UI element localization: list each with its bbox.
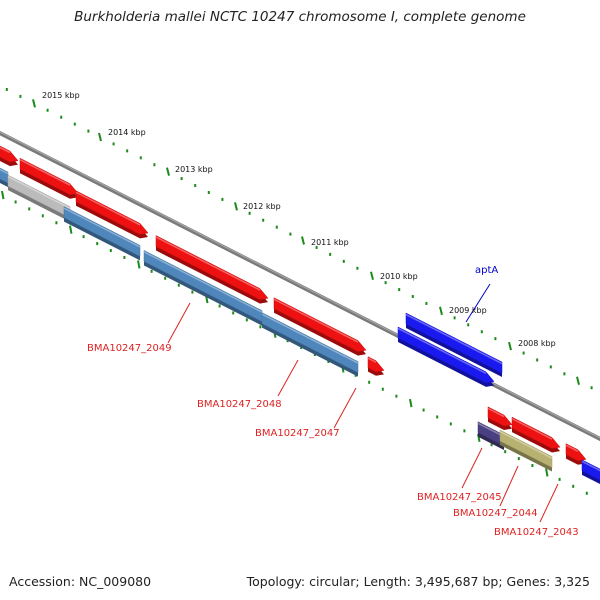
ruler-tick-label: 2013 kbp xyxy=(175,165,213,174)
ruler-minor-ticks xyxy=(5,87,593,390)
ruler-tick-labels: 2015 kbp 2014 kbp 2013 kbp 2012 kbp 2011 kbp… xyxy=(42,91,556,348)
gene-forward[interactable] xyxy=(19,157,79,199)
gene-forward[interactable] xyxy=(367,356,385,376)
gene-forward[interactable] xyxy=(487,406,513,431)
callout-line xyxy=(499,465,519,507)
ruler-major-tick xyxy=(508,341,512,351)
lower-tick xyxy=(69,225,73,234)
gene-highlight xyxy=(511,417,553,440)
gene-highlight xyxy=(143,251,263,313)
lower-tick xyxy=(1,190,5,200)
gene-highlighted[interactable] xyxy=(397,326,495,387)
gene-forward[interactable] xyxy=(273,297,367,356)
chromosome-backbone xyxy=(0,130,600,442)
gene-highlight xyxy=(405,313,503,365)
ruler-tick-label: 2008 kbp xyxy=(518,339,556,348)
ruler-major-tick xyxy=(98,132,102,142)
callout-line xyxy=(277,359,299,397)
gene-highlight xyxy=(155,236,261,291)
gene-features[interactable] xyxy=(0,136,600,489)
gene-body xyxy=(63,206,141,257)
gene-forward[interactable] xyxy=(0,136,19,167)
gene-callouts: aptA BMA10247_2049BMA10247_2048BMA10247_2… xyxy=(87,265,579,538)
gene-highlight xyxy=(367,357,377,363)
gene-highlight xyxy=(261,313,359,364)
gene-body xyxy=(499,429,553,468)
ruler-major-tick xyxy=(301,236,305,245)
gene-apta[interactable] xyxy=(405,312,503,378)
gene-highlight xyxy=(273,298,359,343)
ruler-tick-label: 2015 kbp xyxy=(42,91,80,100)
ruler-major-tick xyxy=(576,376,580,386)
gene-reverse[interactable] xyxy=(143,250,263,326)
gene-label: BMA10247_2049 xyxy=(87,343,172,354)
gene-highlight xyxy=(0,146,11,154)
lower-tick-track xyxy=(1,190,588,495)
gene-highlight xyxy=(19,159,71,186)
gene-highlight xyxy=(75,191,141,226)
gene-reverse[interactable] xyxy=(261,312,359,377)
ruler-major-ticks xyxy=(32,99,580,386)
gene-reverse[interactable] xyxy=(63,206,141,261)
gene-pseudo[interactable] xyxy=(7,174,71,222)
gene-forward[interactable] xyxy=(511,416,561,453)
ruler-tick-label: 2011 kbp xyxy=(311,238,349,247)
gene-label: aptA xyxy=(475,265,498,276)
gene-highlight xyxy=(0,168,9,175)
gene-misc[interactable] xyxy=(499,429,553,472)
gene-highlight xyxy=(7,175,71,209)
ruler-major-tick xyxy=(32,99,36,108)
ruler-tick-label: 2012 kbp xyxy=(243,202,281,211)
gene-label: BMA10247_2045 xyxy=(417,492,502,503)
gene-label: BMA10247_2043 xyxy=(494,527,579,538)
ruler-tick-label: 2010 kbp xyxy=(380,272,418,281)
gene-highlight xyxy=(565,444,579,452)
gene-highlight xyxy=(581,460,600,472)
gene-highlight xyxy=(477,422,505,438)
callout-line xyxy=(465,283,491,323)
backbone-line xyxy=(0,130,600,442)
lower-tick xyxy=(409,398,413,408)
gene-highlight xyxy=(397,327,487,375)
accession-text: Accession: NC_009080 xyxy=(9,574,152,589)
ruler-major-tick xyxy=(234,202,238,211)
gene-label: BMA10247_2048 xyxy=(197,399,282,410)
ruler-tick-label: 2009 kbp xyxy=(449,306,487,315)
lower-tick xyxy=(137,260,141,269)
gene-rna[interactable] xyxy=(477,421,505,451)
lower-tick xyxy=(545,468,549,477)
backbone-highlight xyxy=(0,131,600,439)
gene-highlight xyxy=(499,430,553,459)
gene-label: BMA10247_2044 xyxy=(453,508,538,519)
gene-forward[interactable] xyxy=(155,235,269,304)
topology-text: Topology: circular; Length: 3,495,687 bp… xyxy=(246,574,590,589)
gene-highlight xyxy=(487,407,505,418)
gene-forward[interactable] xyxy=(75,190,149,239)
ruler-tick-label: 2014 kbp xyxy=(108,128,146,137)
gene-forward[interactable] xyxy=(565,443,587,465)
gene-highlighted[interactable] xyxy=(581,459,600,489)
gene-label: BMA10247_2047 xyxy=(255,428,340,439)
ruler-major-tick xyxy=(166,167,170,176)
gene-body xyxy=(405,312,503,374)
ruler-major-tick xyxy=(439,306,443,316)
gene-highlight xyxy=(63,207,141,248)
callout-line xyxy=(461,447,483,489)
callout-line xyxy=(167,302,191,344)
gene-body xyxy=(261,312,359,373)
ruler-major-tick xyxy=(370,271,374,280)
callout-line xyxy=(333,387,357,429)
callout-line xyxy=(539,483,559,523)
gene-body xyxy=(581,459,600,481)
map-title: Burkholderia mallei NCTC 10247 chromosom… xyxy=(74,9,526,25)
